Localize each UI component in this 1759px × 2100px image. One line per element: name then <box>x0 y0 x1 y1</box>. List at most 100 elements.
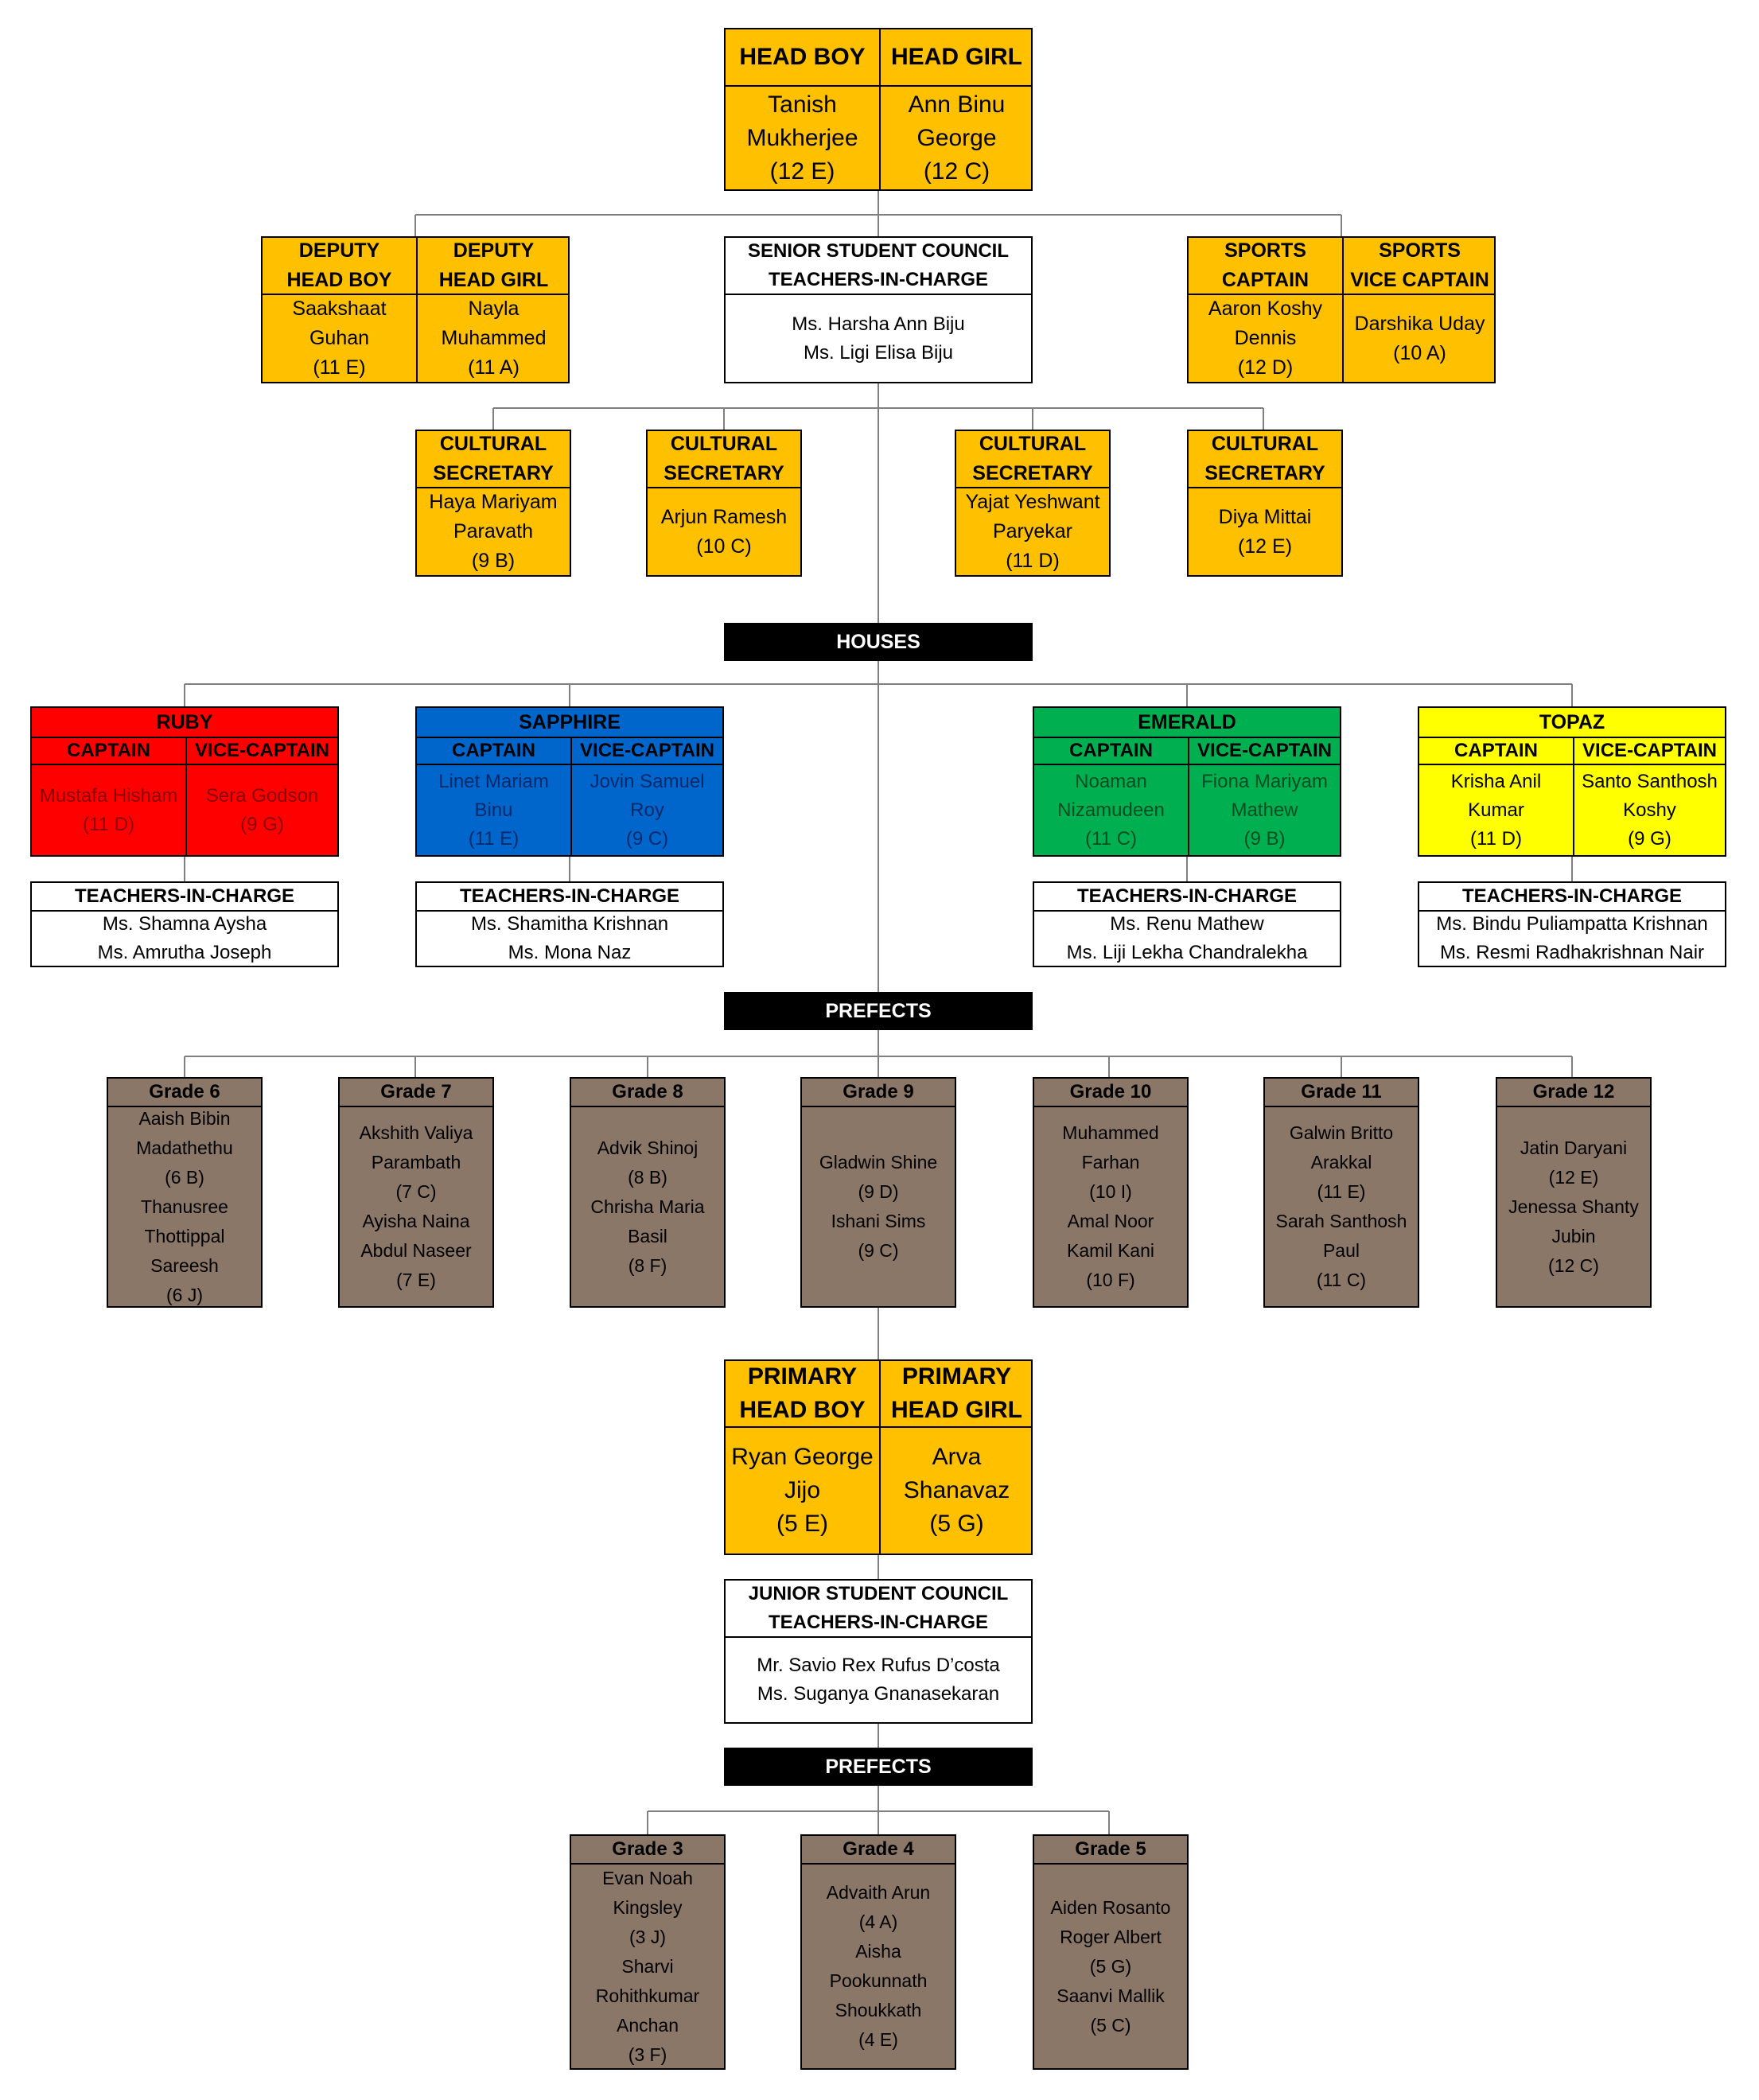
house-teachers-names-line: Ms. Liji Lekha Chandralekha <box>1066 942 1308 963</box>
prefect-names-line: Kamil Kani <box>1067 1240 1154 1261</box>
deputy-boy-name-line: Saakshaat <box>292 298 387 320</box>
sports-captain-title-line: CAPTAIN <box>1221 269 1310 291</box>
head-girl-name-line: (12 C) <box>923 158 990 185</box>
head-boy-name-line: Mukherjee <box>746 124 858 151</box>
sports-captain-title-line: SPORTS <box>1224 239 1306 262</box>
house-teachers-names-line: Ms. Mona Naz <box>508 942 632 963</box>
deputy-girl-title-line: DEPUTY <box>453 239 535 262</box>
cultural-secretary-name: Diya Mittai(12 E) <box>1189 488 1341 575</box>
prefect-names-line: Akshith Valiya <box>359 1122 473 1143</box>
cultural-secretary-title-line: SECRETARY <box>972 462 1093 484</box>
prefect-grade-line: Grade 11 <box>1301 1081 1382 1102</box>
house-name-line: RUBY <box>156 710 213 733</box>
prefect-names-line: Ayisha Naina <box>362 1211 470 1231</box>
prefect-names-line: Gladwin Shine <box>819 1152 938 1172</box>
house-teachers-names-line: Ms. Amrutha Joseph <box>97 942 272 963</box>
house-name-line: EMERALD <box>1138 710 1236 733</box>
junior-prefect-names-line: (3 J) <box>629 1926 666 1947</box>
junior-prefect-grade-line: Grade 3 <box>612 1838 683 1860</box>
prefect-names-line: Ishani Sims <box>831 1211 926 1231</box>
prefect-names-line: Sarah Santhosh <box>1275 1211 1407 1231</box>
house-teachers-names-line: Ms. Shamitha Krishnan <box>470 913 669 935</box>
house-captain-name-line: (11 D) <box>1470 827 1522 850</box>
prefect-names: Gladwin Shine(9 D)Ishani Sims(9 C) <box>802 1107 955 1306</box>
primary-boy-name-line: (5 E) <box>776 1511 828 1537</box>
junior-prefect-names-line: (5 C) <box>1090 2014 1131 2036</box>
cultural-secretary-title-line: CULTURAL <box>1211 433 1319 455</box>
prefect-grade: Grade 6 <box>108 1079 261 1107</box>
prefect-grade-line: Grade 9 <box>843 1081 914 1102</box>
junior-prefect-names-line: Kingsley <box>613 1896 683 1918</box>
prefect-names-line: Aaish Bibin <box>138 1107 231 1129</box>
prefect-names-line: Thottippal <box>144 1225 225 1246</box>
sports-captain-name-line: Aaron Koshy <box>1208 298 1323 320</box>
sports-vice-title-line: VICE CAPTAIN <box>1350 269 1489 291</box>
junior-council-teachers-line: Ms. Suganya Gnanasekaran <box>757 1683 1000 1705</box>
prefect-names-line: (12 E) <box>1548 1166 1599 1188</box>
prefect-names-line: Muhammed <box>1062 1122 1159 1143</box>
junior-prefect-names-line: (4 A) <box>858 1911 898 1932</box>
prefect-names-line: (8 F) <box>628 1254 667 1276</box>
prefect-names-line: Advik Shinoj <box>597 1137 699 1158</box>
house-vice-label-line: VICE-CAPTAIN <box>195 740 329 761</box>
house-name: EMERALD <box>1034 708 1340 737</box>
prefect-names-line: (7 E) <box>396 1270 436 1290</box>
prefect-grade-line: Grade 6 <box>149 1081 220 1102</box>
house-captain-name-line: Binu <box>474 799 513 821</box>
house-teachers-title: TEACHERS-IN-CHARGE <box>417 883 722 912</box>
prefect-names-line: Amal Noor <box>1067 1211 1154 1231</box>
cultural-secretary-title-line: CULTURAL <box>979 433 1087 455</box>
prefect-names-line: (11 E) <box>1317 1181 1366 1202</box>
house-captain-name: Mustafa Hisham(11 D) <box>32 765 185 855</box>
junior-council-title-line: JUNIOR STUDENT COUNCIL <box>748 1583 1009 1604</box>
prefect-names-line: (9 D) <box>858 1181 899 1202</box>
junior-prefects-label: PREFECTS <box>726 1749 1031 1784</box>
prefect-grade: Grade 7 <box>340 1079 492 1107</box>
house-captain-label-line: CAPTAIN <box>67 740 150 761</box>
prefect-names-line: Basil <box>628 1225 667 1246</box>
prefect-names-line: (8 B) <box>628 1166 667 1188</box>
house-captain-name-line: Linet Mariam <box>438 770 549 792</box>
house-teachers-names-line: Ms. Shamna Aysha <box>102 913 267 935</box>
prefect-names-line: Paul <box>1322 1240 1360 1261</box>
junior-prefect-names-line: Aiden Rosanto <box>1050 1896 1171 1918</box>
cultural-secretary-name-line: Arjun Ramesh <box>660 505 788 528</box>
deputy-girl-name-line: Muhammed <box>441 327 547 349</box>
cultural-secretary-title: CULTURAL SECRETARY <box>648 431 800 488</box>
house-teachers-title: TEACHERS-IN-CHARGE <box>1419 883 1725 912</box>
house-vice-name-line: (9 C) <box>625 827 669 850</box>
cultural-secretary-title-line: CULTURAL <box>670 433 778 455</box>
junior-prefect-names-line: (4 E) <box>858 2029 898 2050</box>
head-boy-name-line: Tanish <box>768 91 837 118</box>
junior-prefect-names-line: Anchan <box>616 2014 679 2036</box>
house-captain-name-line: (11 E) <box>468 827 520 850</box>
prefect-names-line: Madathethu <box>136 1137 233 1158</box>
deputy-boy-title-line: DEPUTY <box>298 239 380 262</box>
cultural-secretary-title-line: SECRETARY <box>664 462 784 484</box>
